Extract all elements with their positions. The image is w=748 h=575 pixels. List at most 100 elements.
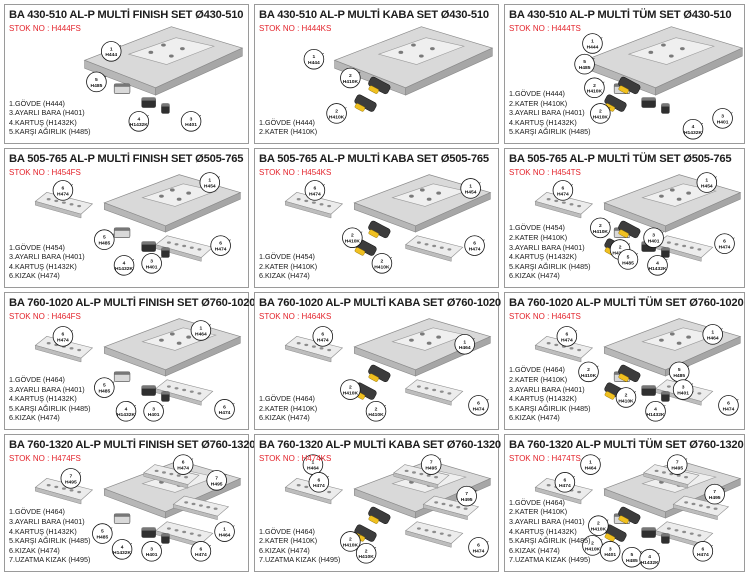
callout-code: H474	[473, 406, 485, 412]
callout-number: 2	[335, 108, 338, 114]
parts-list-item: 2.KATER (H410K)	[509, 507, 568, 517]
parts-list-item: 2.KATER (H410K)	[509, 375, 568, 385]
callout-code: H474	[561, 337, 573, 343]
callout-number: 5	[631, 552, 634, 558]
callout-code: H474	[57, 191, 69, 197]
callout-number: 3	[190, 116, 193, 122]
callout-number: 1	[711, 329, 714, 335]
set-illustration: 7H4956H4747H4951H4645H4854H1432K3H4016H4…	[34, 454, 242, 562]
callout-number: 3	[652, 233, 655, 239]
callout-code: H401	[604, 552, 616, 558]
callout-number: 1	[469, 183, 472, 189]
parts-list-item: 4.KARTUŞ (H1432K)	[9, 526, 77, 536]
callout-code: H474	[219, 410, 231, 416]
parts-list: 1.GÖVDE (H444)2.KATER (H410K)	[259, 118, 317, 137]
parts-list: 1.GÖVDE (H464)3.AYARLI BARA (H401)4.KART…	[9, 375, 91, 423]
callout-code: H401	[146, 552, 158, 558]
callout-code: H410K	[585, 546, 601, 552]
callout-number: 4	[125, 406, 128, 412]
body-illustration	[583, 26, 744, 96]
callout-number: 7	[713, 489, 716, 495]
slide-illustration	[172, 495, 230, 521]
slide-illustration	[404, 379, 464, 406]
callout-code: H454	[204, 183, 216, 189]
callout-code: H485	[622, 260, 634, 266]
slide-illustration	[672, 495, 730, 521]
callout-code: H495	[461, 497, 473, 503]
stock-number: STOK NO : H464FS	[9, 312, 81, 321]
insert-illustration	[113, 371, 131, 382]
callout-number: 7	[69, 473, 72, 479]
slide-illustration	[404, 235, 464, 262]
callout-number: 1	[312, 460, 315, 466]
callout-number: 1	[208, 178, 211, 184]
callout-code: H474	[719, 245, 731, 251]
callout-code: H485	[98, 389, 110, 395]
cutter-illustration	[368, 76, 391, 95]
stock-number: STOK NO : H474KS	[259, 454, 332, 463]
parts-list-item: 1.GÖVDE (H464)	[9, 507, 65, 517]
callout-number: 2	[365, 548, 368, 554]
insert-illustration	[141, 97, 156, 108]
set-title: BA 505-765 AL-P MULTİ FINISH SET Ø505-76…	[9, 153, 244, 165]
insert-illustration	[641, 97, 656, 108]
callout-number: 6	[477, 542, 480, 548]
callout-number: 5	[627, 254, 630, 260]
callout-number: 6	[200, 546, 203, 552]
insert-illustration	[161, 391, 170, 402]
parts-list-item: 1.GÖVDE (H464)	[9, 375, 65, 385]
parts-list-item: 2.KATER (H410K)	[259, 261, 318, 271]
parts-list-item: 5.KARŞI AĞIRLIK (H485)	[509, 261, 591, 271]
parts-list-item: 5.KARŞI AĞIRLIK (H485)	[9, 127, 91, 137]
slide-illustration	[393, 464, 450, 489]
callout-code: H401	[648, 239, 660, 245]
slide-illustration	[34, 336, 94, 363]
callout-number: 6	[701, 546, 704, 552]
set-title: BA 760-1020 AL-P MULTİ FINISH SET Ø760-1…	[9, 297, 256, 309]
set-title: BA 760-1320 AL-P MULTİ KABA SET Ø760-132…	[259, 439, 501, 451]
callout-number: 2	[619, 245, 622, 251]
body-illustration	[333, 26, 494, 96]
callout-number: 1	[313, 54, 316, 60]
parts-list: 1.GÖVDE (H444)2.KATER (H410K)3.AYARLI BA…	[509, 89, 591, 137]
set-title: BA 505-765 AL-P MULTİ TÜM SET Ø505-765	[509, 153, 732, 165]
cutter-illustration	[368, 220, 391, 239]
insert-illustration	[113, 227, 131, 238]
callout-number: 3	[721, 113, 724, 119]
callout-code: H1432K	[647, 412, 665, 418]
insert-illustration	[161, 103, 170, 114]
callout-code: H474	[313, 483, 325, 489]
callout-number: 1	[591, 38, 594, 44]
insert-illustration	[641, 527, 656, 538]
callout-code: H444	[587, 44, 599, 50]
callout-code: H485	[673, 373, 685, 379]
callout-number: 2	[597, 521, 600, 527]
insert-illustration	[113, 513, 131, 524]
slide-illustration	[34, 478, 94, 505]
parts-list-item: 7.UZATMA KIZAK (H495)	[9, 555, 91, 565]
callout-code: H474	[309, 191, 321, 197]
callout-code: H495	[65, 479, 77, 485]
callout-code: H454	[701, 183, 713, 189]
parts-list-item: 1.GÖVDE (H454)	[259, 252, 315, 262]
slide-illustration	[404, 521, 464, 548]
set-title: BA 430-510 AL-P MULTİ TÜM SET Ø430-510	[509, 9, 732, 21]
set-panel: 6H4741H4542H410K2H410K3H4015H4854H1432K6…	[504, 148, 745, 288]
stock-number: STOK NO : H454KS	[259, 168, 332, 177]
callout-code: H1432K	[684, 130, 702, 136]
callout-number: 1	[223, 527, 226, 533]
